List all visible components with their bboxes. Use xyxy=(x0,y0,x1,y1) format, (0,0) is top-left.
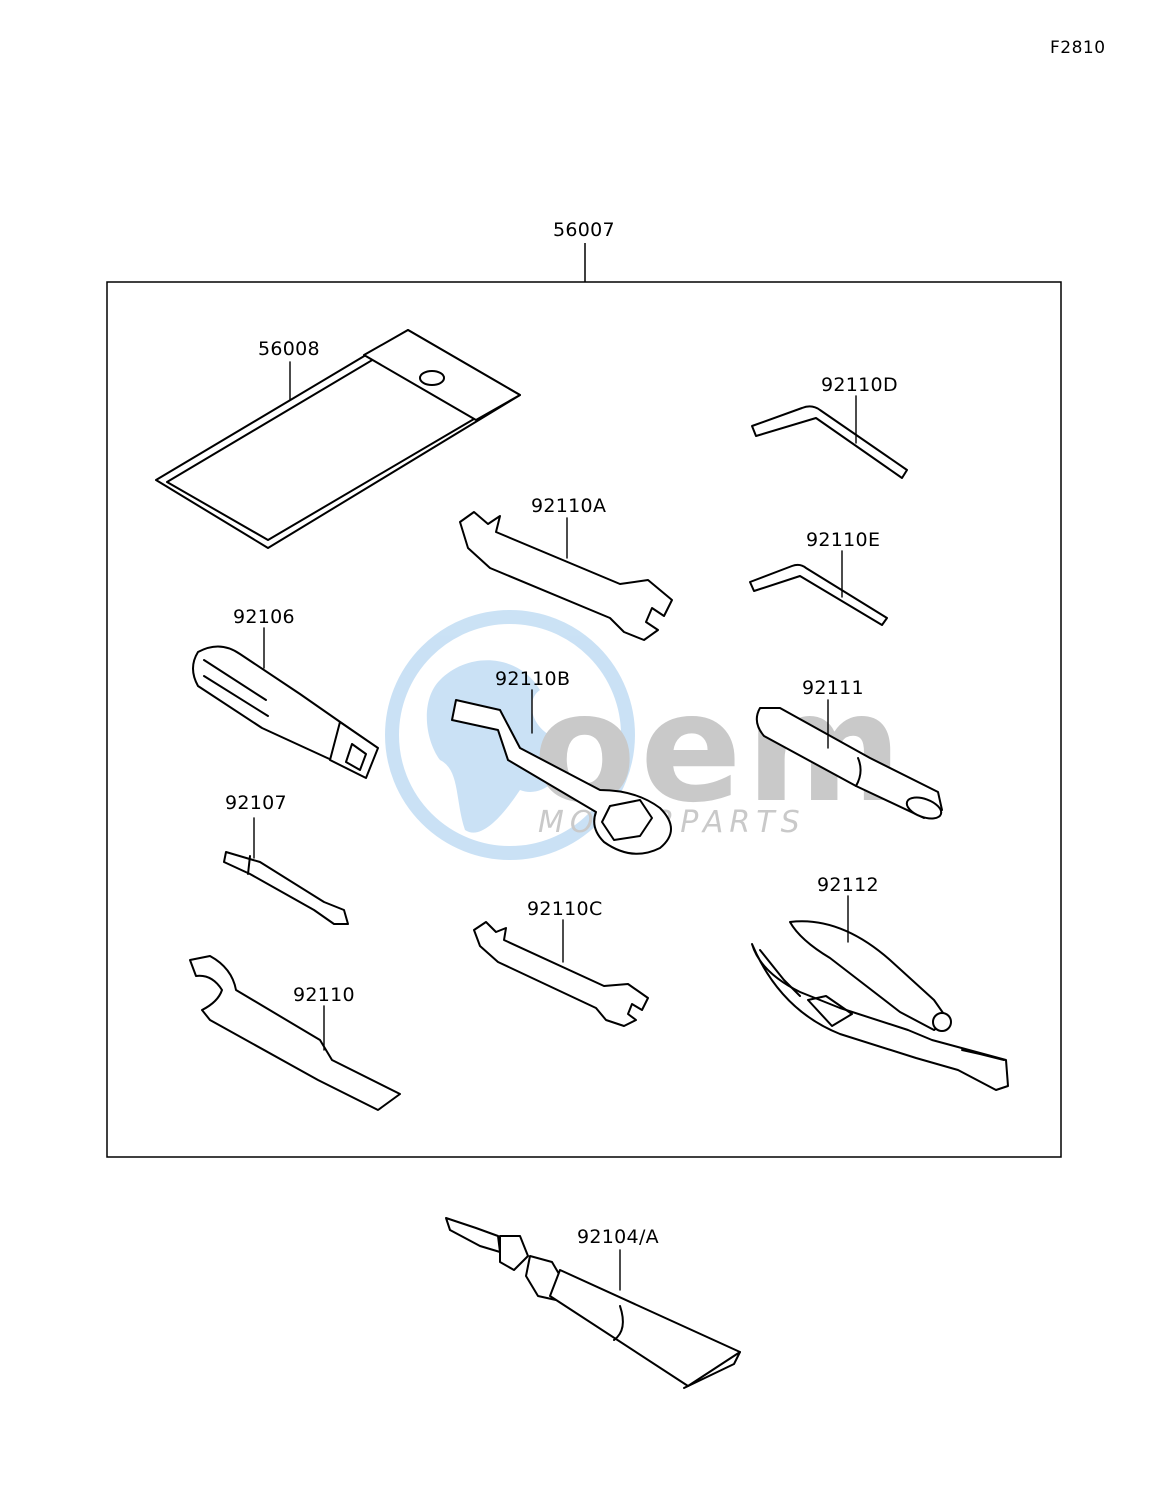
part-label-92110B[interactable]: 92110B xyxy=(495,668,571,690)
tool-pouch-icon xyxy=(155,329,521,549)
diagram-code: F2810 xyxy=(1050,38,1106,58)
tire-repair-tube-icon xyxy=(445,1217,741,1389)
kit-label: 56007 xyxy=(553,219,615,241)
screwdriver-bit-icon xyxy=(223,851,349,925)
part-label-92110A[interactable]: 92110A xyxy=(531,495,607,517)
hook-spanner-icon xyxy=(189,955,401,1111)
part-label-92111[interactable]: 92111 xyxy=(802,677,864,699)
part-label-92110E[interactable]: 92110E xyxy=(806,529,881,551)
pliers-icon xyxy=(751,920,1009,1091)
part-label-92110[interactable]: 92110 xyxy=(293,984,355,1006)
part-label-92110D[interactable]: 92110D xyxy=(821,374,898,396)
part-label-56008[interactable]: 56008 xyxy=(258,338,320,360)
hex-key-d-icon xyxy=(751,405,908,479)
watermark-tagline: MOTORPARTS xyxy=(538,805,806,840)
part-label-92110C[interactable]: 92110C xyxy=(527,898,603,920)
driver-handle-icon xyxy=(192,645,379,779)
extension-bar-icon xyxy=(755,707,943,820)
globe-icon xyxy=(385,610,635,860)
kit-frame xyxy=(106,281,1062,1158)
part-label-92104A[interactable]: 92104/A xyxy=(577,1226,659,1248)
part-label-92112[interactable]: 92112 xyxy=(817,874,879,896)
hex-key-e-icon xyxy=(749,563,888,626)
part-label-92107[interactable]: 92107 xyxy=(225,792,287,814)
part-label-92106[interactable]: 92106 xyxy=(233,606,295,628)
wrench-a-icon xyxy=(459,511,673,641)
box-wrench-b-icon xyxy=(451,699,672,855)
wrench-c-icon xyxy=(473,921,649,1027)
